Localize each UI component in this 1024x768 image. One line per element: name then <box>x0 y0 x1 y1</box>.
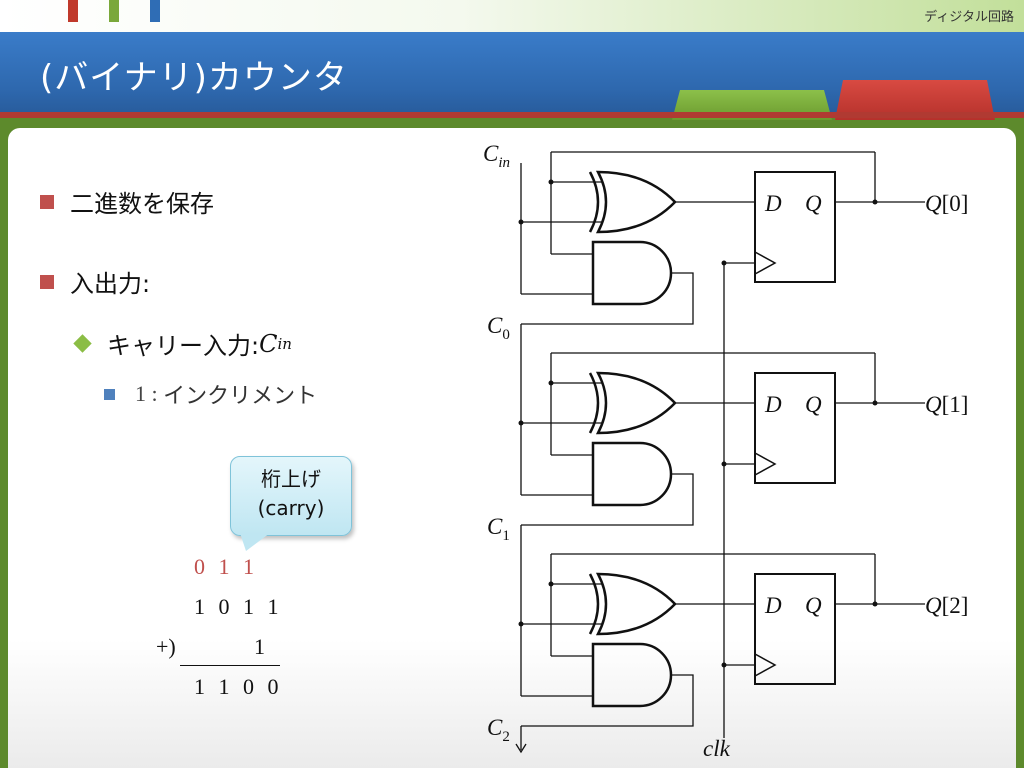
sum-line <box>180 665 280 666</box>
decor-green-bar <box>109 0 119 22</box>
label-c0: C0 <box>487 313 510 343</box>
callout-text: 桁上げ (carry) <box>231 465 351 523</box>
label-clk: clk <box>703 736 731 761</box>
bullet-sep: : <box>146 381 164 406</box>
ff2-d-label: D <box>764 593 782 618</box>
ff0-d-label: D <box>764 191 782 216</box>
top-bar: ディジタル回路 <box>0 0 1024 32</box>
decor-red-bar <box>68 0 78 22</box>
bullet-square-icon <box>40 274 54 289</box>
addend-2: 1 <box>254 634 269 659</box>
bullet-text: キャリー入力: <box>107 332 260 360</box>
output-q0: Q[0] <box>925 191 968 216</box>
label-c1: C1 <box>487 514 510 544</box>
bullet-increment: 1 : インクリメント <box>104 378 317 410</box>
counter-stage-2 <box>517 552 927 728</box>
bullet-num: 1 <box>135 381 146 406</box>
carry-input-var: C <box>259 329 278 358</box>
callout-line2: (carry) <box>257 496 325 520</box>
output-q2: Q[2] <box>925 593 968 618</box>
sum-result: 1 1 0 0 <box>194 674 283 699</box>
plus-operator: +) <box>156 634 176 659</box>
ff1-q-label: Q <box>805 392 822 417</box>
counter-stage-1 <box>517 351 927 527</box>
ff2-q-label: Q <box>805 593 822 618</box>
slide-content <box>8 128 1016 768</box>
bullet-store-binary: 二進数を保存 <box>40 184 214 219</box>
slide-title: (バイナリ)カウンタ <box>40 58 348 98</box>
counter-stage-0 <box>517 150 927 326</box>
bullet-square-icon <box>40 194 54 209</box>
label-cin: Cin <box>483 141 510 171</box>
bullet-small-square-icon <box>104 388 115 400</box>
title-underline <box>0 112 1024 118</box>
carry-input-sub: in <box>277 334 292 353</box>
carry-callout: 桁上げ (carry) <box>230 456 352 536</box>
output-q1: Q[1] <box>925 392 968 417</box>
callout-line1: 桁上げ <box>261 467 321 491</box>
section-label: ディジタル回路 <box>924 10 1014 25</box>
bullet-io: 入出力: <box>40 264 150 299</box>
bullet-text: 入出力: <box>70 270 151 298</box>
bullet-text: インクリメント <box>163 384 318 409</box>
ff1-d-label: D <box>764 392 782 417</box>
addend-1: 1 0 1 1 <box>194 594 283 619</box>
bullet-text: 二進数を保存 <box>70 190 214 218</box>
c2-arrow-icon <box>515 743 527 754</box>
ff0-q-label: Q <box>805 191 822 216</box>
carry-digits: 0 1 1 <box>194 554 258 579</box>
decor-blue-bar <box>150 0 160 22</box>
label-c2: C2 <box>487 715 510 745</box>
